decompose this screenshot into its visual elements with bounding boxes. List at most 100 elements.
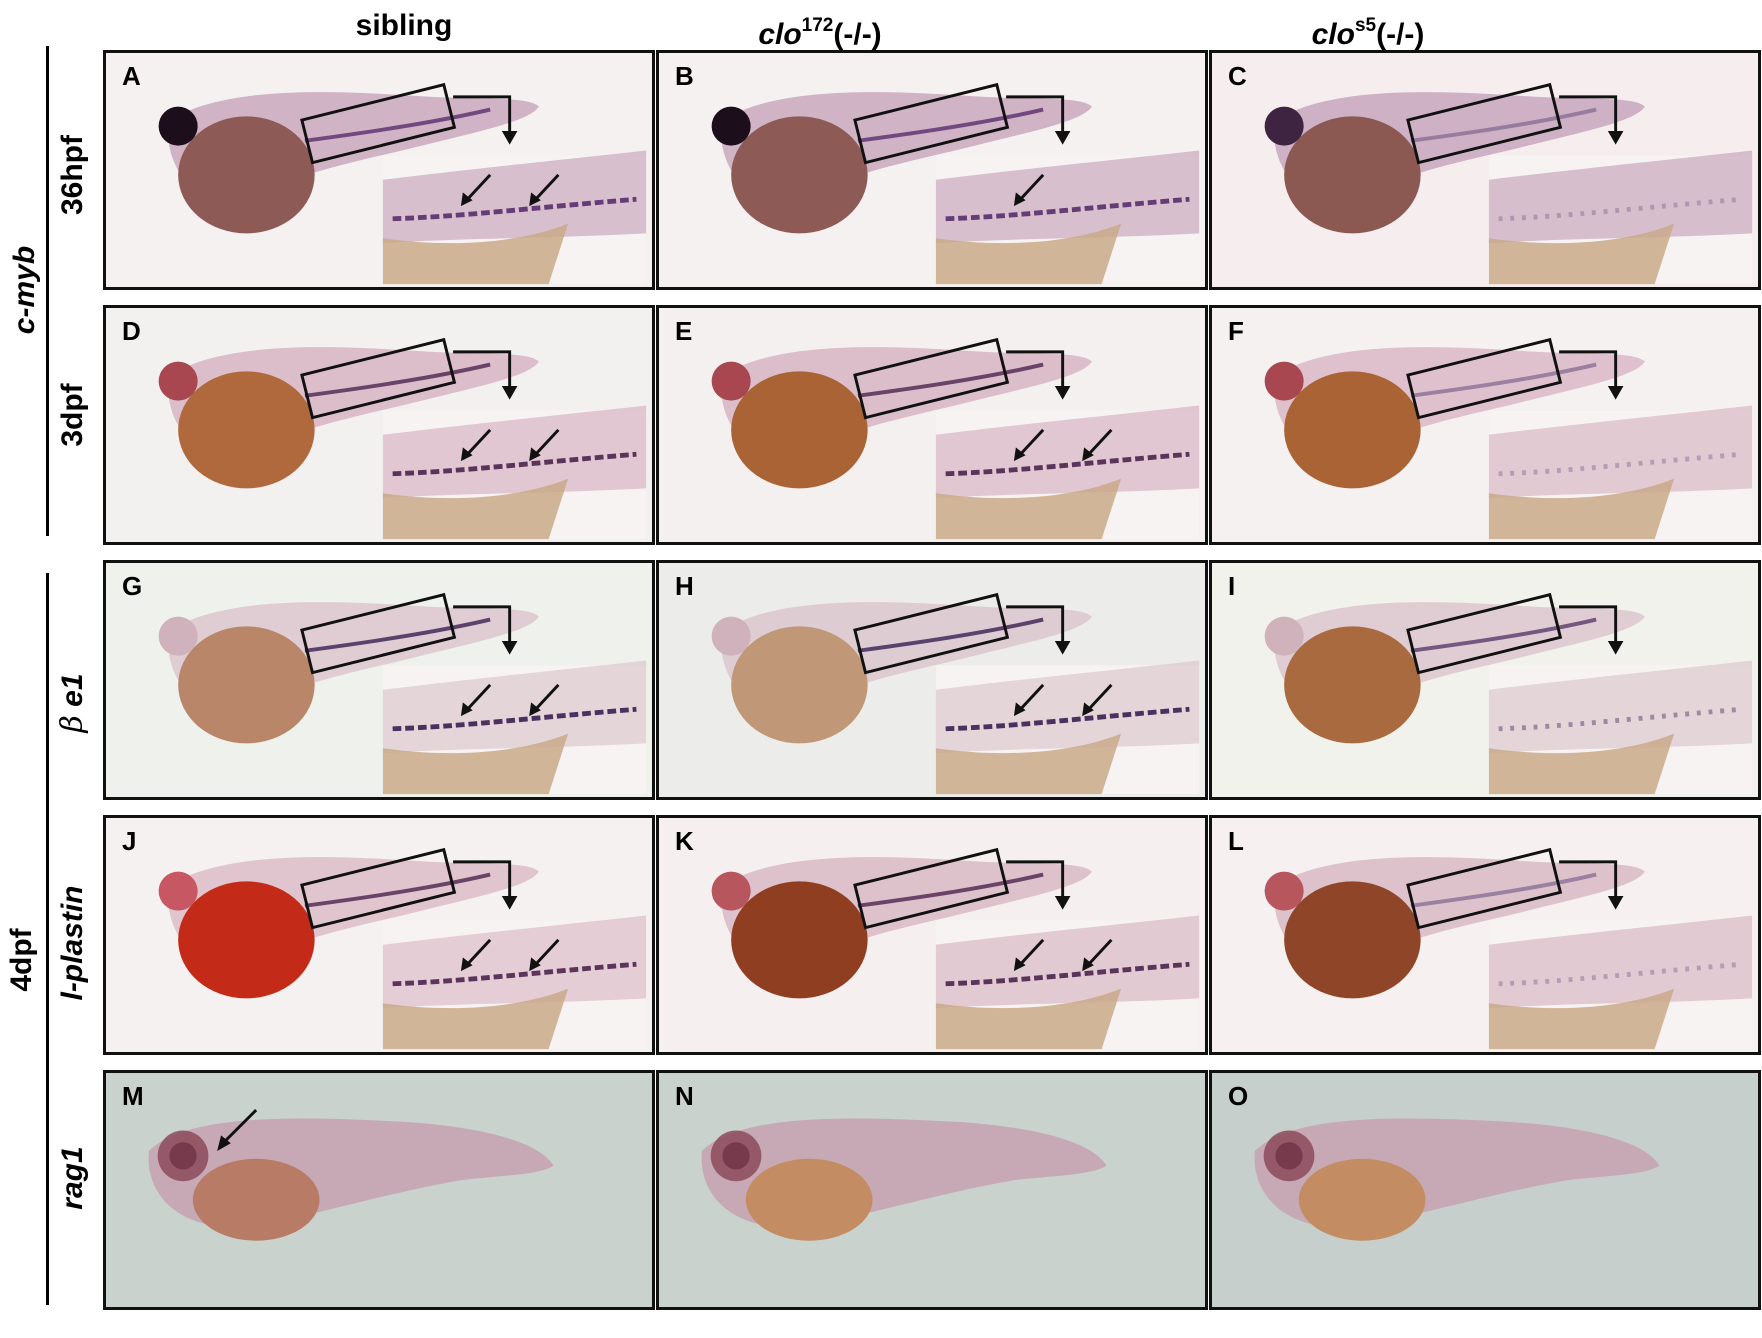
inset-signal	[392, 451, 637, 477]
connector-line	[1559, 350, 1618, 388]
embryo	[1264, 82, 1753, 285]
arrow-head	[529, 957, 541, 972]
arrow-head	[529, 192, 541, 207]
connector-line	[1006, 350, 1065, 388]
zoom-box	[300, 82, 457, 165]
embryo-image	[711, 592, 1200, 795]
inset	[382, 405, 647, 540]
connector-line	[1559, 95, 1618, 133]
zoom-box	[300, 847, 457, 930]
embryo	[158, 592, 647, 795]
panel-letter: F	[1228, 316, 1244, 346]
staining-signal	[304, 617, 491, 653]
embryo-image	[711, 337, 1200, 540]
zoom-box	[1406, 82, 1563, 165]
embryo-image	[1264, 592, 1753, 795]
embryo-image	[158, 592, 647, 795]
arrowhead	[501, 896, 518, 910]
inset-signal	[1498, 451, 1743, 477]
gene-e1: e1	[56, 673, 89, 707]
yolk	[192, 1158, 320, 1241]
connector-line	[453, 860, 512, 898]
panel-letter: I	[1228, 571, 1236, 601]
panel-n: N	[656, 1070, 1208, 1310]
connector-line	[453, 605, 512, 643]
staining-signal	[1410, 362, 1597, 398]
arrow-line	[221, 1109, 258, 1145]
panel-m: M	[103, 1070, 655, 1310]
panel-h: H	[656, 560, 1208, 800]
eye	[711, 106, 751, 146]
inset	[382, 660, 647, 795]
inset-tissue	[935, 915, 1200, 1009]
arrow-head	[529, 447, 541, 462]
yolk	[1284, 371, 1421, 489]
eye	[1264, 616, 1304, 656]
inset-tissue	[382, 915, 647, 1009]
arrowhead	[501, 641, 518, 655]
inset-tissue	[935, 660, 1200, 754]
embryo	[158, 337, 647, 540]
lens	[1275, 1142, 1303, 1170]
panel-d: D	[103, 305, 655, 545]
zoom-box	[300, 592, 457, 675]
yolk	[1298, 1158, 1426, 1241]
inset	[382, 915, 647, 1050]
panel-letter: H	[675, 571, 694, 601]
yolk	[178, 116, 315, 234]
staining-signal	[304, 107, 491, 143]
inset-yolk	[935, 478, 1122, 540]
eye	[711, 361, 751, 401]
row-label-cmyb: c-myb	[8, 245, 41, 335]
column-header-clos5: clos5(-/-)	[1208, 6, 1528, 51]
bracket-line-cmyb	[46, 46, 49, 536]
eye	[1264, 361, 1304, 401]
arrow-head	[1013, 957, 1026, 972]
embryo-image	[1264, 82, 1753, 285]
staining-signal	[857, 872, 1044, 908]
staining-signal	[857, 107, 1044, 143]
zoom-box	[853, 847, 1010, 930]
panel-letter: L	[1228, 826, 1244, 856]
arrowhead	[501, 131, 518, 145]
inset	[935, 660, 1200, 795]
inset-signal	[392, 706, 637, 732]
panel-g: G	[103, 560, 655, 800]
panel-letter: A	[122, 61, 141, 91]
staining-signal	[304, 872, 491, 908]
eye	[1264, 106, 1304, 146]
yolk	[731, 116, 868, 234]
panel-letter: D	[122, 316, 141, 346]
staining-signal	[304, 362, 491, 398]
embryo	[711, 82, 1200, 285]
embryo	[158, 82, 647, 285]
embryo	[148, 1109, 554, 1241]
panel-a: A	[103, 50, 655, 290]
arrow-head	[217, 1135, 231, 1151]
zoom-box	[853, 82, 1010, 165]
inset	[382, 150, 647, 285]
column-header-sibling: sibling	[96, 6, 712, 46]
inset	[1488, 660, 1753, 795]
connector-line	[1006, 605, 1065, 643]
eye	[711, 616, 751, 656]
inset	[1488, 915, 1753, 1050]
embryo	[701, 1118, 1107, 1241]
genotype: (-/-)	[833, 18, 882, 51]
zoom-box	[853, 337, 1010, 420]
inset-yolk	[1488, 478, 1675, 540]
embryo-image	[1264, 337, 1753, 540]
eye	[158, 106, 198, 146]
embryo	[711, 337, 1200, 540]
inset	[935, 150, 1200, 285]
embryo-image	[158, 82, 647, 285]
panel-letter: O	[1228, 1081, 1249, 1111]
arrowhead	[1054, 131, 1071, 145]
embryo	[1264, 592, 1753, 795]
panel-letter: G	[122, 571, 143, 601]
inset-tissue	[382, 660, 647, 754]
panel-e: E	[656, 305, 1208, 545]
arrow-head	[1013, 702, 1026, 717]
inset-yolk	[382, 733, 569, 795]
embryo-image	[711, 82, 1200, 285]
